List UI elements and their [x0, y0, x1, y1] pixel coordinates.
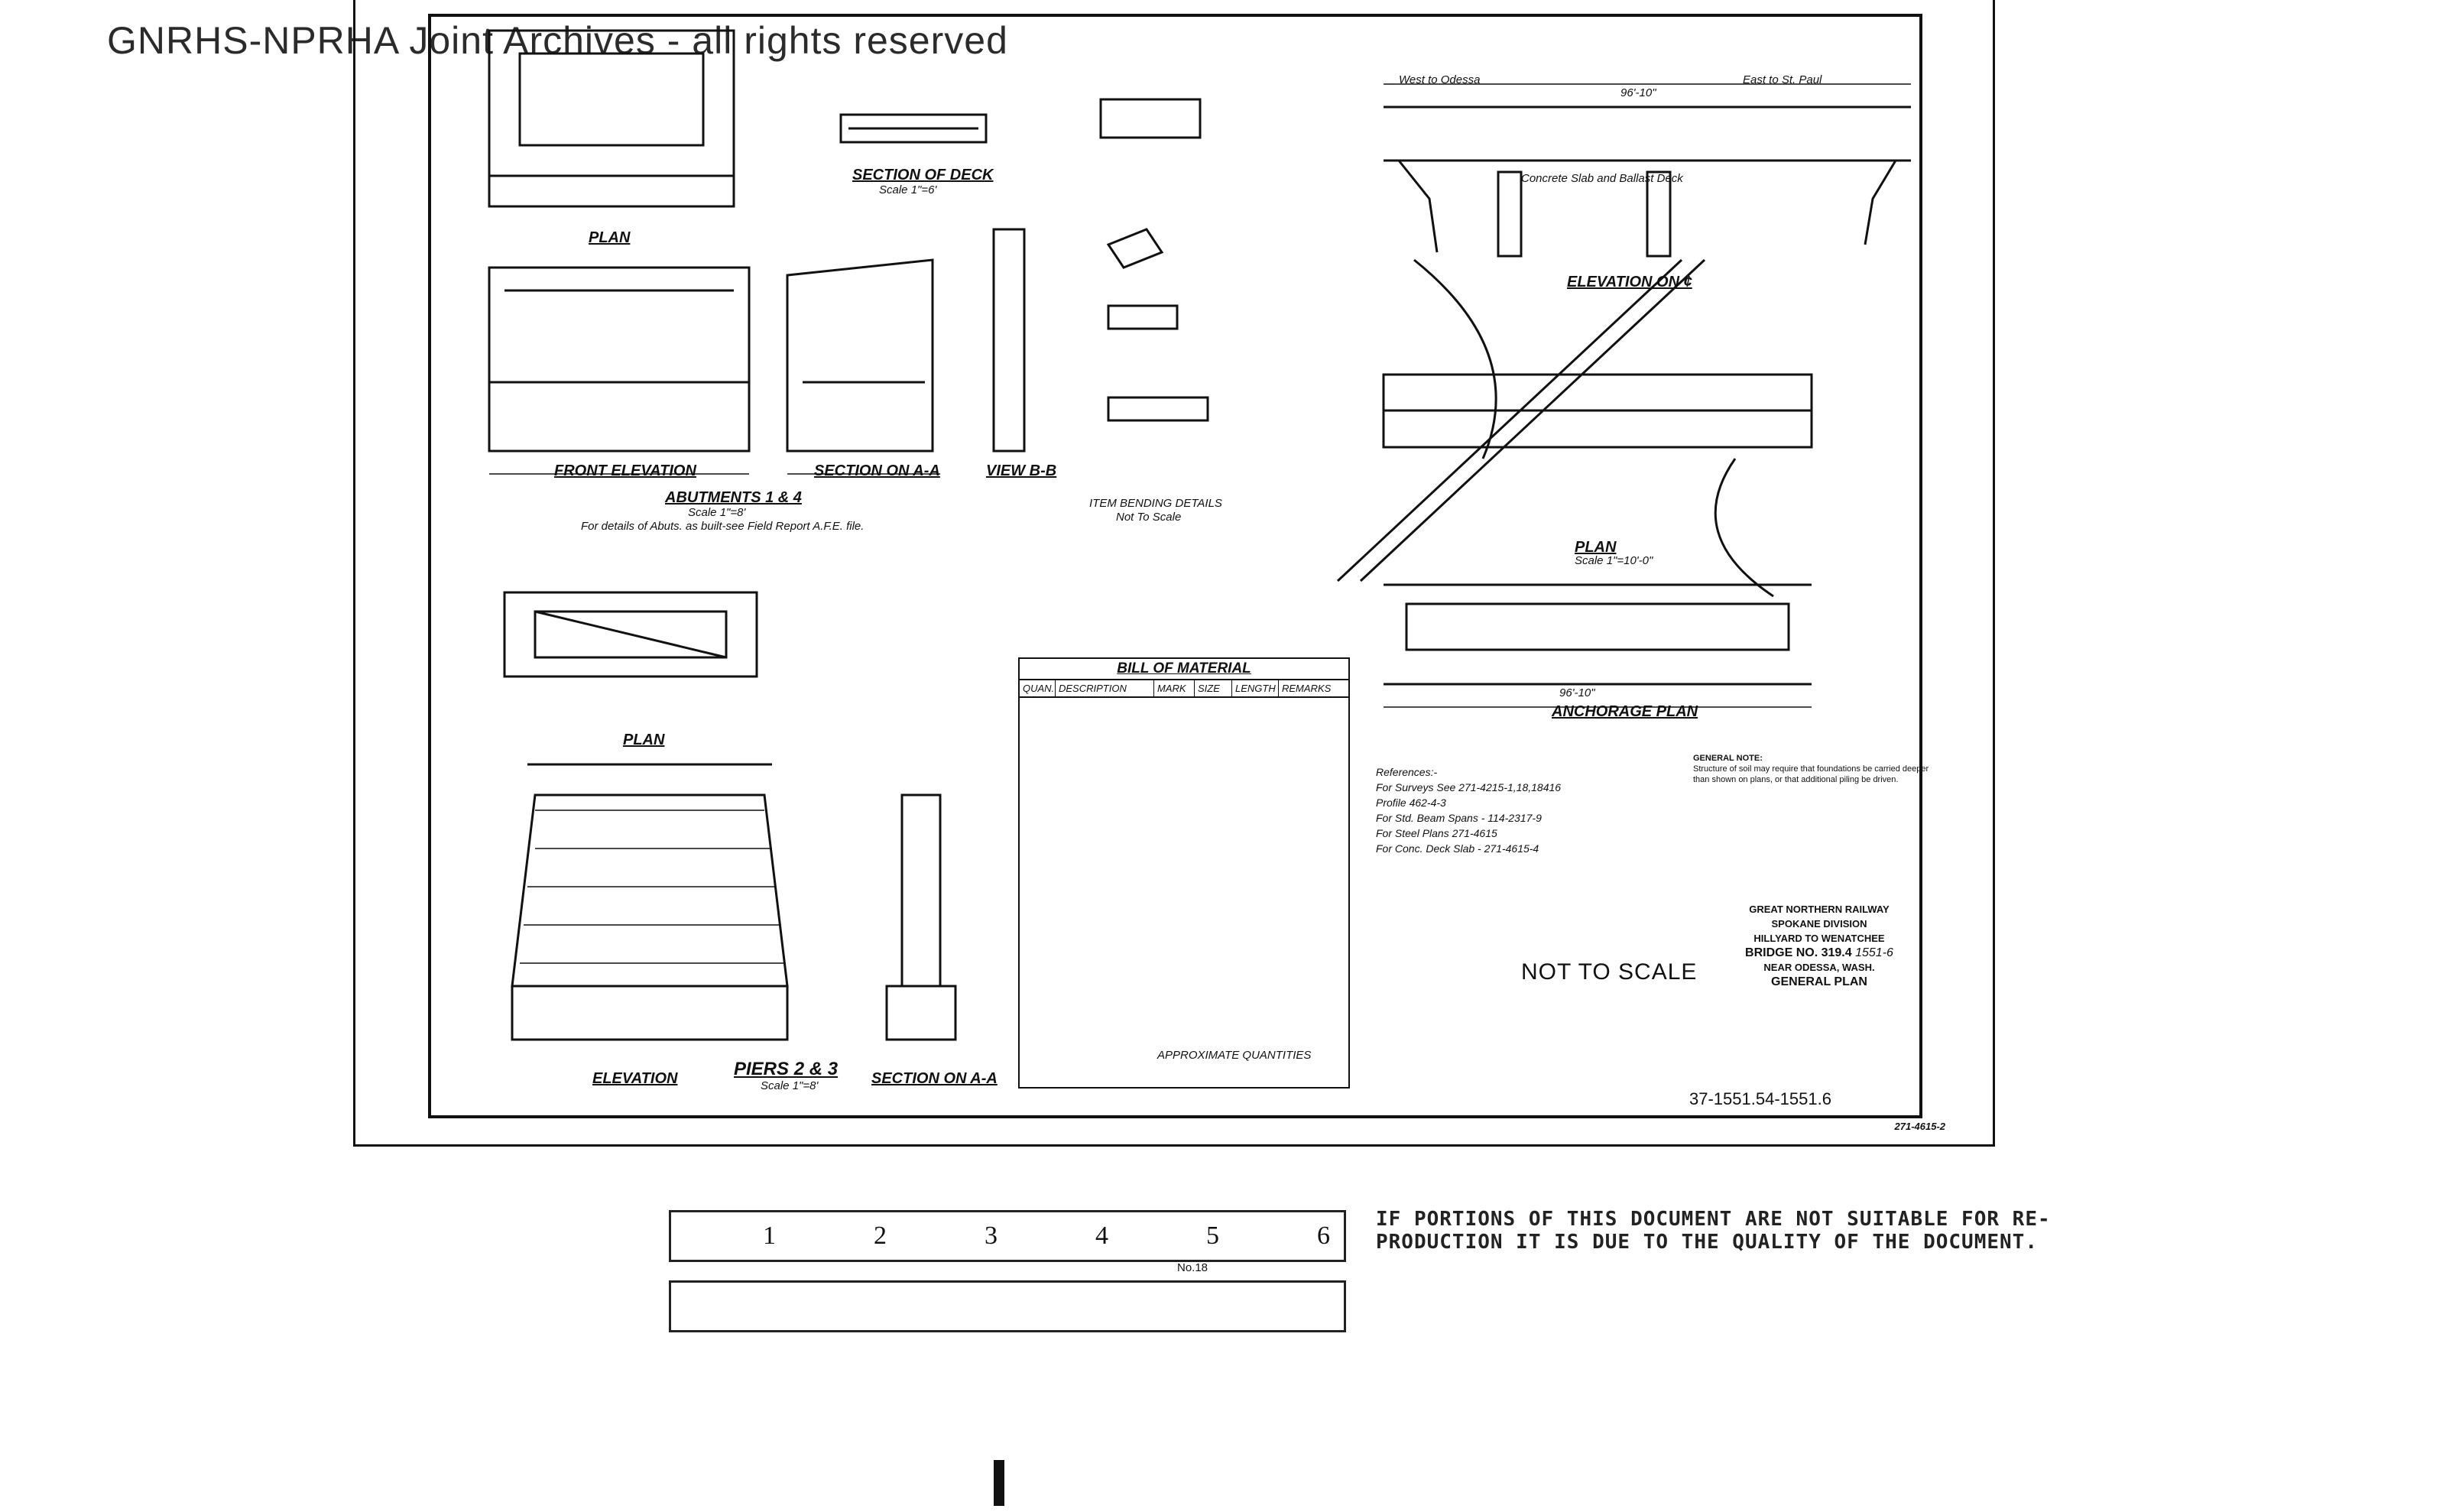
view-bb-label: VIEW B-B	[986, 462, 1057, 479]
reference-item: For Conc. Deck Slab - 271-4615-4	[1376, 842, 1539, 855]
ruler-model: No.18	[1177, 1261, 1208, 1274]
anchorage-dim: 96'-10"	[1559, 686, 1595, 699]
ruler-num: 1	[763, 1222, 776, 1250]
plan-title: PLAN	[1575, 539, 1617, 556]
piers-scale: Scale 1"=8'	[761, 1079, 819, 1092]
tb-division: SPOKANE DIVISION	[1771, 918, 1867, 930]
west-label: West to Odessa	[1399, 73, 1481, 86]
ruler-num: 4	[1095, 1222, 1108, 1250]
abutments-title: ABUTMENTS 1 & 4	[665, 489, 802, 506]
general-note-heading: GENERAL NOTE:	[1693, 754, 1763, 763]
overall-length: 96'-10"	[1620, 86, 1656, 99]
references-heading: References:-	[1376, 766, 1438, 778]
pier-plan-label: PLAN	[623, 732, 665, 748]
tb-bridge-no: BRIDGE NO. 319.4	[1745, 946, 1852, 959]
references: References:- For Surveys See 271-4215-1,…	[1376, 764, 1561, 856]
section-of-deck-scale: Scale 1"=6'	[879, 183, 937, 196]
reference-item: For Steel Plans 271-4615	[1376, 827, 1497, 839]
bill-approx: APPROXIMATE QUANTITIES	[1157, 1049, 1312, 1062]
watermark: GNRHS-NPRHA Joint Archives - all rights …	[107, 19, 1008, 62]
drawing-sheet	[353, 0, 1995, 1147]
ruler-num: 3	[985, 1222, 998, 1250]
bill-col-length: LENGTH	[1232, 680, 1279, 696]
piers-title: PIERS 2 & 3	[734, 1059, 839, 1079]
bending-title: ITEM BENDING DETAILS	[1089, 497, 1222, 510]
tb-near: NEAR ODESSA, WASH.	[1763, 962, 1875, 973]
bill-of-material: BILL OF MATERIAL QUAN. DESCRIPTION MARK …	[1018, 657, 1350, 1089]
bill-columns: QUAN. DESCRIPTION MARK SIZE LENGTH REMAR…	[1020, 680, 1348, 698]
tb-bridge: BRIDGE NO. 319.4 1551-6	[1693, 946, 1945, 960]
abutment-plan-label: PLAN	[589, 229, 631, 246]
section-of-deck-title: SECTION OF DECK	[852, 167, 994, 183]
ruler-num: 2	[874, 1222, 887, 1250]
stamp-line-1: IF PORTIONS OF THIS DOCUMENT ARE NOT SUI…	[1376, 1208, 2051, 1231]
ruler-top: 1 2 3 4 5 6	[669, 1210, 1346, 1262]
tb-bridge-extra: 1551-6	[1855, 946, 1893, 959]
elevation-title: ELEVATION ON ¢	[1567, 274, 1692, 290]
plan-scale: Scale 1"=10'-0"	[1575, 554, 1653, 567]
reference-item: Profile 462-4-3	[1376, 797, 1446, 809]
general-note: GENERAL NOTE: Structure of soil may requ…	[1693, 753, 1945, 785]
tb-line: HILLYARD TO WENATCHEE	[1753, 933, 1885, 944]
drawing-ref: 37-1551.54-1551.6	[1689, 1089, 1831, 1108]
reference-item: For Surveys See 271-4215-1,18,18416	[1376, 781, 1562, 793]
abutments-scale: Scale 1"=8'	[688, 506, 746, 519]
stamp-line-2: PRODUCTION IT IS DUE TO THE QUALITY OF T…	[1376, 1231, 2038, 1254]
title-block: GREAT NORTHERN RAILWAY SPOKANE DIVISION …	[1693, 902, 1945, 1134]
abutments-note: For details of Abuts. as built-see Field…	[581, 520, 865, 533]
anchorage-title: ANCHORAGE PLAN	[1552, 703, 1698, 720]
general-note-text: Structure of soil may require that found…	[1693, 764, 1929, 784]
section-aa-label: SECTION ON A-A	[814, 462, 940, 479]
reference-item: For Std. Beam Spans - 114-2317-9	[1376, 812, 1542, 824]
pier-section-label: SECTION ON A-A	[871, 1070, 998, 1087]
bill-col-quan: QUAN.	[1020, 680, 1056, 696]
bill-col-mark: MARK	[1154, 680, 1195, 696]
ruler-num: 6	[1317, 1222, 1330, 1250]
drawing-frame	[428, 14, 1922, 1118]
pier-elevation-label: ELEVATION	[592, 1070, 678, 1087]
tb-plan: GENERAL PLAN	[1771, 975, 1867, 988]
tb-railway: GREAT NORTHERN RAILWAY	[1749, 904, 1890, 915]
quality-stamp: IF PORTIONS OF THIS DOCUMENT ARE NOT SUI…	[1376, 1208, 2051, 1254]
east-label: East to St. Paul	[1743, 73, 1822, 86]
deck-label: Concrete Slab and Ballast Deck	[1521, 172, 1683, 185]
bill-title: BILL OF MATERIAL	[1020, 659, 1348, 680]
ruler-bottom	[669, 1280, 1346, 1332]
bill-col-remarks: REMARKS	[1282, 683, 1332, 694]
bill-col-size: SIZE	[1195, 680, 1232, 696]
not-to-scale: NOT TO SCALE	[1521, 959, 1698, 985]
bill-col-description: DESCRIPTION	[1056, 680, 1154, 696]
bending-sub: Not To Scale	[1116, 511, 1182, 524]
ruler-num: 5	[1206, 1222, 1219, 1250]
front-elevation-label: FRONT ELEVATION	[554, 462, 696, 479]
tb-dwg-no: 271-4615-2	[1894, 1121, 1946, 1132]
